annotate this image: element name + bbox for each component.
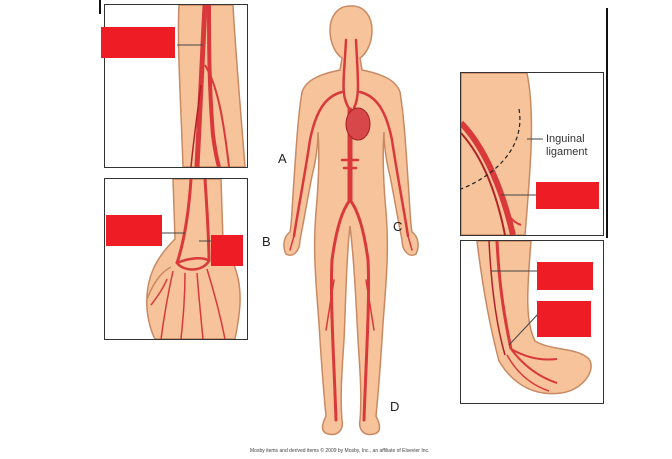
- panel-hand: [104, 178, 248, 340]
- letter-b: B: [262, 234, 271, 249]
- letter-d: D: [390, 399, 400, 414]
- letter-a: A: [278, 151, 287, 166]
- heart: [345, 107, 371, 141]
- top-left-edge-mark: [99, 0, 101, 14]
- copyright-credit: Mosby items and derived items © 2009 by …: [250, 448, 430, 454]
- inguinal-label-line1: Inguinal: [546, 133, 585, 145]
- letter-c: C: [393, 219, 403, 234]
- label-box-6[interactable]: [537, 301, 591, 337]
- label-box-4[interactable]: [536, 182, 599, 209]
- right-edge-line: [606, 8, 608, 238]
- panel-inguinal: Inguinal ligament: [460, 72, 604, 236]
- inguinal-ligament-label: Inguinal ligament: [546, 133, 588, 159]
- inguinal-label-line2: ligament: [546, 146, 588, 158]
- label-box-5[interactable]: [537, 262, 593, 290]
- label-box-1[interactable]: [101, 27, 175, 58]
- label-box-3[interactable]: [211, 235, 243, 266]
- label-box-2[interactable]: [106, 215, 162, 246]
- panel-upper-arm: [104, 4, 248, 168]
